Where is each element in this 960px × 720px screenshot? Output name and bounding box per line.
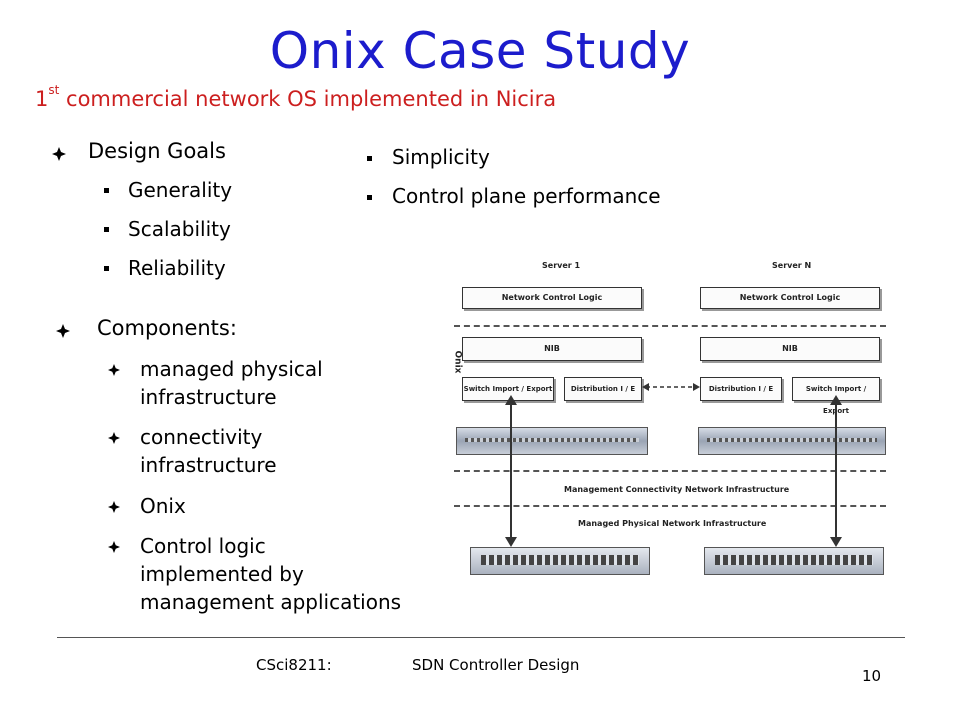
diamond-bullet-icon xyxy=(108,541,120,553)
subtitle-prefix: 1 xyxy=(35,87,49,111)
component-line: infrastructure xyxy=(140,385,277,409)
goal-control-plane-performance: Control plane performance xyxy=(392,184,661,208)
component-onix: Onix xyxy=(140,492,186,520)
server-n-hardware xyxy=(698,427,886,455)
component-connectivity: connectivity infrastructure xyxy=(140,423,277,479)
design-goals-heading: Design Goals xyxy=(88,139,226,163)
arrow-down-icon xyxy=(505,537,517,547)
components-heading: Components: xyxy=(97,316,237,340)
bidirectional-arrow-icon xyxy=(642,383,700,391)
switch-import-export-box-1: Switch Import / Export xyxy=(462,377,554,401)
subtitle-superscript: st xyxy=(48,83,60,97)
square-bullet-icon xyxy=(367,195,372,200)
arrow-up-icon xyxy=(505,395,517,405)
network-control-logic-box-n: Network Control Logic xyxy=(700,287,880,309)
dashed-divider xyxy=(454,505,886,507)
square-bullet-icon xyxy=(104,266,109,271)
distribution-ie-box-1: Distribution I / E xyxy=(564,377,642,401)
diamond-bullet-icon xyxy=(108,432,120,444)
onix-side-label: Onix xyxy=(452,350,463,374)
server-1-hardware xyxy=(456,427,648,455)
nib-box-n: NIB xyxy=(700,337,880,361)
component-line: infrastructure xyxy=(140,453,277,477)
footer-topic: SDN Controller Design xyxy=(412,656,580,674)
arrow-up-icon xyxy=(830,395,842,405)
slide-subtitle: 1st commercial network OS implemented in… xyxy=(35,83,557,111)
server-n-label: Server N xyxy=(772,261,812,270)
physical-switch-1 xyxy=(470,547,650,575)
physical-switch-n xyxy=(704,547,884,575)
component-line: Control logic xyxy=(140,534,266,558)
goal-reliability: Reliability xyxy=(128,256,226,280)
arrow-down-icon xyxy=(830,537,842,547)
management-connectivity-label: Management Connectivity Network Infrastr… xyxy=(564,485,790,494)
diamond-bullet-icon xyxy=(56,324,70,338)
footer-divider xyxy=(57,637,905,638)
dashed-divider xyxy=(454,470,886,472)
component-line: connectivity xyxy=(140,425,263,449)
component-line: management applications xyxy=(140,590,402,614)
managed-physical-label: Managed Physical Network Infrastructure xyxy=(578,519,767,528)
component-managed-physical: managed physical infrastructure xyxy=(140,355,323,411)
diamond-bullet-icon xyxy=(52,147,66,161)
component-line: implemented by xyxy=(140,562,304,586)
onix-architecture-diagram: Server 1 Server N Network Control Logic … xyxy=(452,255,898,600)
goal-simplicity: Simplicity xyxy=(392,145,490,169)
square-bullet-icon xyxy=(367,156,372,161)
diamond-bullet-icon xyxy=(108,501,120,513)
connector-line xyxy=(835,399,837,545)
diamond-bullet-icon xyxy=(108,364,120,376)
square-bullet-icon xyxy=(104,188,109,193)
component-line: managed physical xyxy=(140,357,323,381)
network-control-logic-box-1: Network Control Logic xyxy=(462,287,642,309)
square-bullet-icon xyxy=(104,227,109,232)
dashed-divider xyxy=(454,325,886,327)
page-number: 10 xyxy=(862,667,882,685)
slide-title: Onix Case Study xyxy=(269,22,691,80)
footer-course: CSci8211: xyxy=(256,656,332,674)
connector-line xyxy=(510,399,512,545)
subtitle-text: commercial network OS implemented in Nic… xyxy=(59,87,557,111)
goal-generality: Generality xyxy=(128,178,233,202)
server-1-label: Server 1 xyxy=(542,261,581,270)
nib-box-1: NIB xyxy=(462,337,642,361)
component-line: Onix xyxy=(140,494,186,518)
component-control-logic: Control logic implemented by management … xyxy=(140,532,401,616)
distribution-ie-box-n: Distribution I / E xyxy=(700,377,782,401)
goal-scalability: Scalability xyxy=(128,217,231,241)
